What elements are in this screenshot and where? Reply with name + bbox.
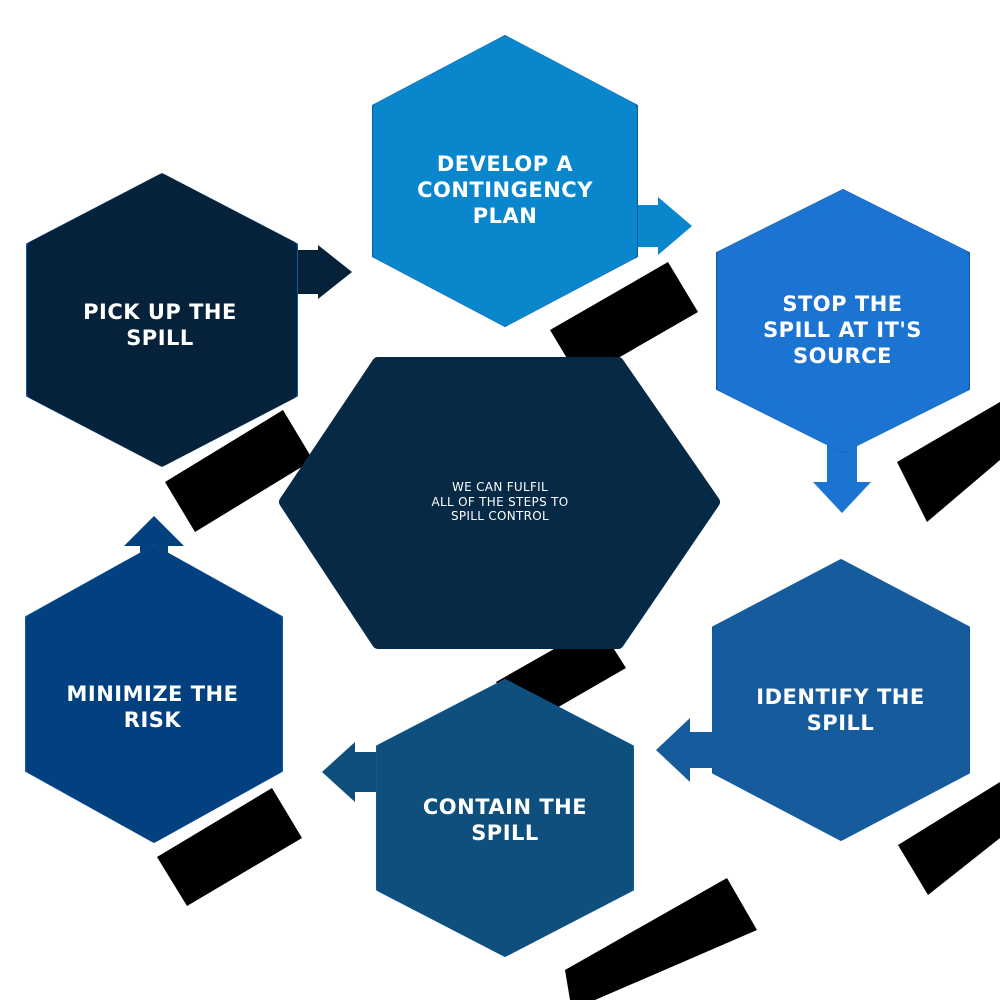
step-hexagon-pick-up-spill — [27, 174, 297, 466]
decorative-bar — [897, 402, 1000, 522]
arrow-left-icon — [322, 742, 386, 802]
step-label-develop-contingency-plan: DEVELOP A CONTINGENCY PLAN — [417, 151, 593, 229]
decorative-bar — [550, 262, 698, 380]
step-label-contain-spill: CONTAIN THE SPILL — [422, 794, 588, 845]
step-hexagons — [25, 35, 970, 957]
step-hexagon-minimize-risk — [26, 546, 282, 842]
step-label-stop-spill-at-source: STOP THE SPILL AT IT'S SOURCE — [763, 291, 922, 369]
step-label-pick-up-spill: PICK UP THE SPILL — [83, 299, 237, 350]
step-label-minimize-risk: MINIMIZE THE RISK — [66, 681, 239, 732]
step-label-identify-spill: IDENTIFY THE SPILL — [756, 684, 925, 735]
arrow-right-icon — [625, 197, 692, 255]
decorative-bar — [565, 878, 757, 1000]
arrow-left-icon — [656, 718, 720, 782]
step-hexagon-contain-spill — [377, 680, 633, 956]
step-hexagon-develop-contingency-plan — [373, 36, 637, 326]
arrow-down-icon — [813, 440, 871, 513]
decorative-bar — [157, 788, 302, 906]
step-hexagon-identify-spill — [713, 560, 969, 840]
arrow-right-icon — [285, 245, 352, 299]
decorative-bars — [157, 262, 1000, 1000]
center-hexagon — [279, 357, 720, 649]
step-hexagon-stop-spill-at-source — [717, 190, 969, 452]
decorative-bar — [165, 410, 313, 532]
center-statement: WE CAN FULFIL ALL OF THE STEPS TO SPILL … — [431, 480, 569, 524]
decorative-bar — [898, 782, 1000, 895]
